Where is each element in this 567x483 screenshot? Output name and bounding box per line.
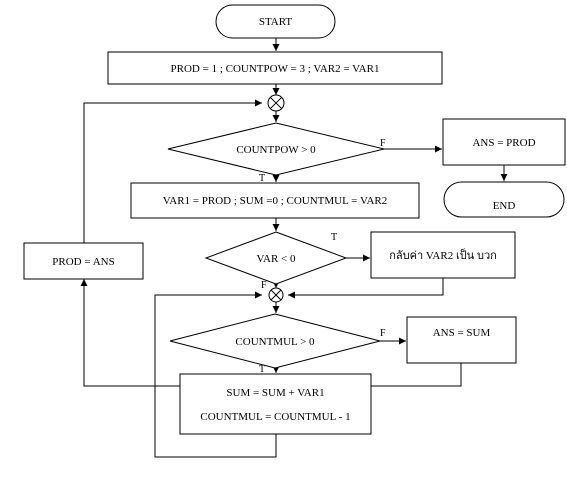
var-condition-label: VAR < 0: [256, 253, 296, 265]
countpow-false-mark: F: [380, 138, 386, 149]
decision-var: VAR < 0: [204, 231, 348, 285]
decision-countpow: COUNTPOW > 0: [167, 122, 385, 176]
start-label: START: [259, 16, 293, 28]
end-label: END: [493, 200, 516, 212]
line-sum-step-loop-back: [154, 291, 277, 458]
junction-outer: [267, 94, 285, 112]
line-negate-to-inner-junction: [288, 278, 444, 299]
prod-ans-label: PROD = ANS: [52, 256, 114, 268]
node-init: PROD = 1 ; COUNTPOW = 3 ; VAR2 = VAR1: [107, 51, 443, 85]
count-step-label: COUNTMUL = COUNTMUL - 1: [200, 411, 350, 423]
negate-label: กลับค่า VAR2 เป็น บวก: [389, 248, 497, 262]
var-true-mark: T: [331, 232, 337, 243]
var-false-mark: F: [261, 280, 267, 291]
node-ans-sum: ANS = SUM: [406, 316, 517, 364]
node-prod-ans: PROD = ANS: [23, 242, 144, 280]
node-start: START: [215, 4, 336, 39]
node-end: END: [443, 181, 565, 218]
branch-marks: F T T F F T: [259, 138, 386, 375]
node-ans-prod: ANS = PROD: [442, 118, 566, 166]
countpow-condition-label: COUNTPOW > 0: [236, 144, 316, 156]
node-reset: VAR1 = PROD ; SUM =0 ; COUNTMUL = VAR2: [130, 182, 420, 219]
node-negate: กลับค่า VAR2 เป็น บวก: [370, 231, 516, 279]
reset-label: VAR1 = PROD ; SUM =0 ; COUNTMUL = VAR2: [163, 195, 388, 207]
sum-step-label: SUM = SUM + VAR1: [226, 387, 324, 399]
ans-prod-label: ANS = PROD: [472, 137, 535, 149]
line-prod-ans-to-outer-junction: [83, 99, 262, 243]
decision-countmul: COUNTMUL > 0: [169, 313, 381, 369]
countmul-true-mark: T: [259, 364, 265, 375]
countmul-false-mark: F: [380, 328, 386, 339]
countmul-condition-label: COUNTMUL > 0: [235, 336, 315, 348]
node-sum-step: SUM = SUM + VAR1 COUNTMUL = COUNTMUL - 1: [179, 373, 372, 435]
init-label: PROD = 1 ; COUNTPOW = 3 ; VAR2 = VAR1: [171, 63, 380, 75]
ans-sum-label: ANS = SUM: [433, 327, 491, 339]
countpow-true-mark: T: [259, 173, 265, 184]
junction-inner: [268, 287, 284, 303]
